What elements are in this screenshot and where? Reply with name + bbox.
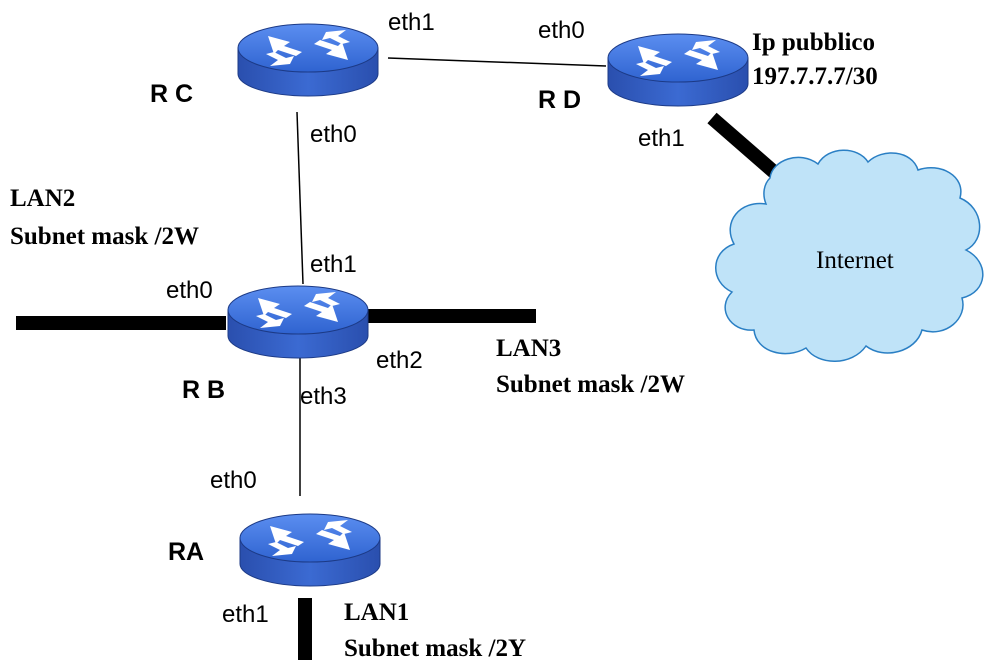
ra-eth1-label: eth1 [222,601,269,628]
link-rc-rd [387,57,607,67]
rd-public-ip: 197.7.7.7/30 [752,63,878,90]
ra-name: RA [168,538,204,566]
rd-eth0-label: eth0 [538,17,585,44]
rd-name: R D [538,86,581,114]
rb-eth3-label: eth3 [300,383,347,410]
internet-cloud-icon: Internet [715,149,984,362]
rb-eth1-label: eth1 [310,251,357,278]
rd-public-ip-title: Ip pubblico [752,29,875,56]
rb-eth0-label: eth0 [166,277,213,304]
rc-eth1-label: eth1 [388,9,435,36]
rd-eth1-label: eth1 [638,125,685,152]
router-rc [237,23,379,97]
rb-name: R B [182,376,225,404]
lan1-name: LAN1 [344,599,409,626]
internet-label: Internet [816,247,894,274]
lan2-mask: Subnet mask /2W [10,223,199,250]
router-ra [239,513,381,587]
rc-eth0-label: eth0 [310,121,357,148]
lan3-name: LAN3 [496,335,561,362]
router-rd [607,33,749,107]
lan3-mask: Subnet mask /2W [496,371,685,398]
rc-name: R C [150,80,193,108]
link-rc-rb [296,111,304,285]
rb-eth2-label: eth2 [376,347,423,374]
router-rb [227,285,369,359]
lan2-name: LAN2 [10,185,75,212]
lan1-mask: Subnet mask /2Y [344,635,526,662]
ra-eth0-label: eth0 [210,467,257,494]
